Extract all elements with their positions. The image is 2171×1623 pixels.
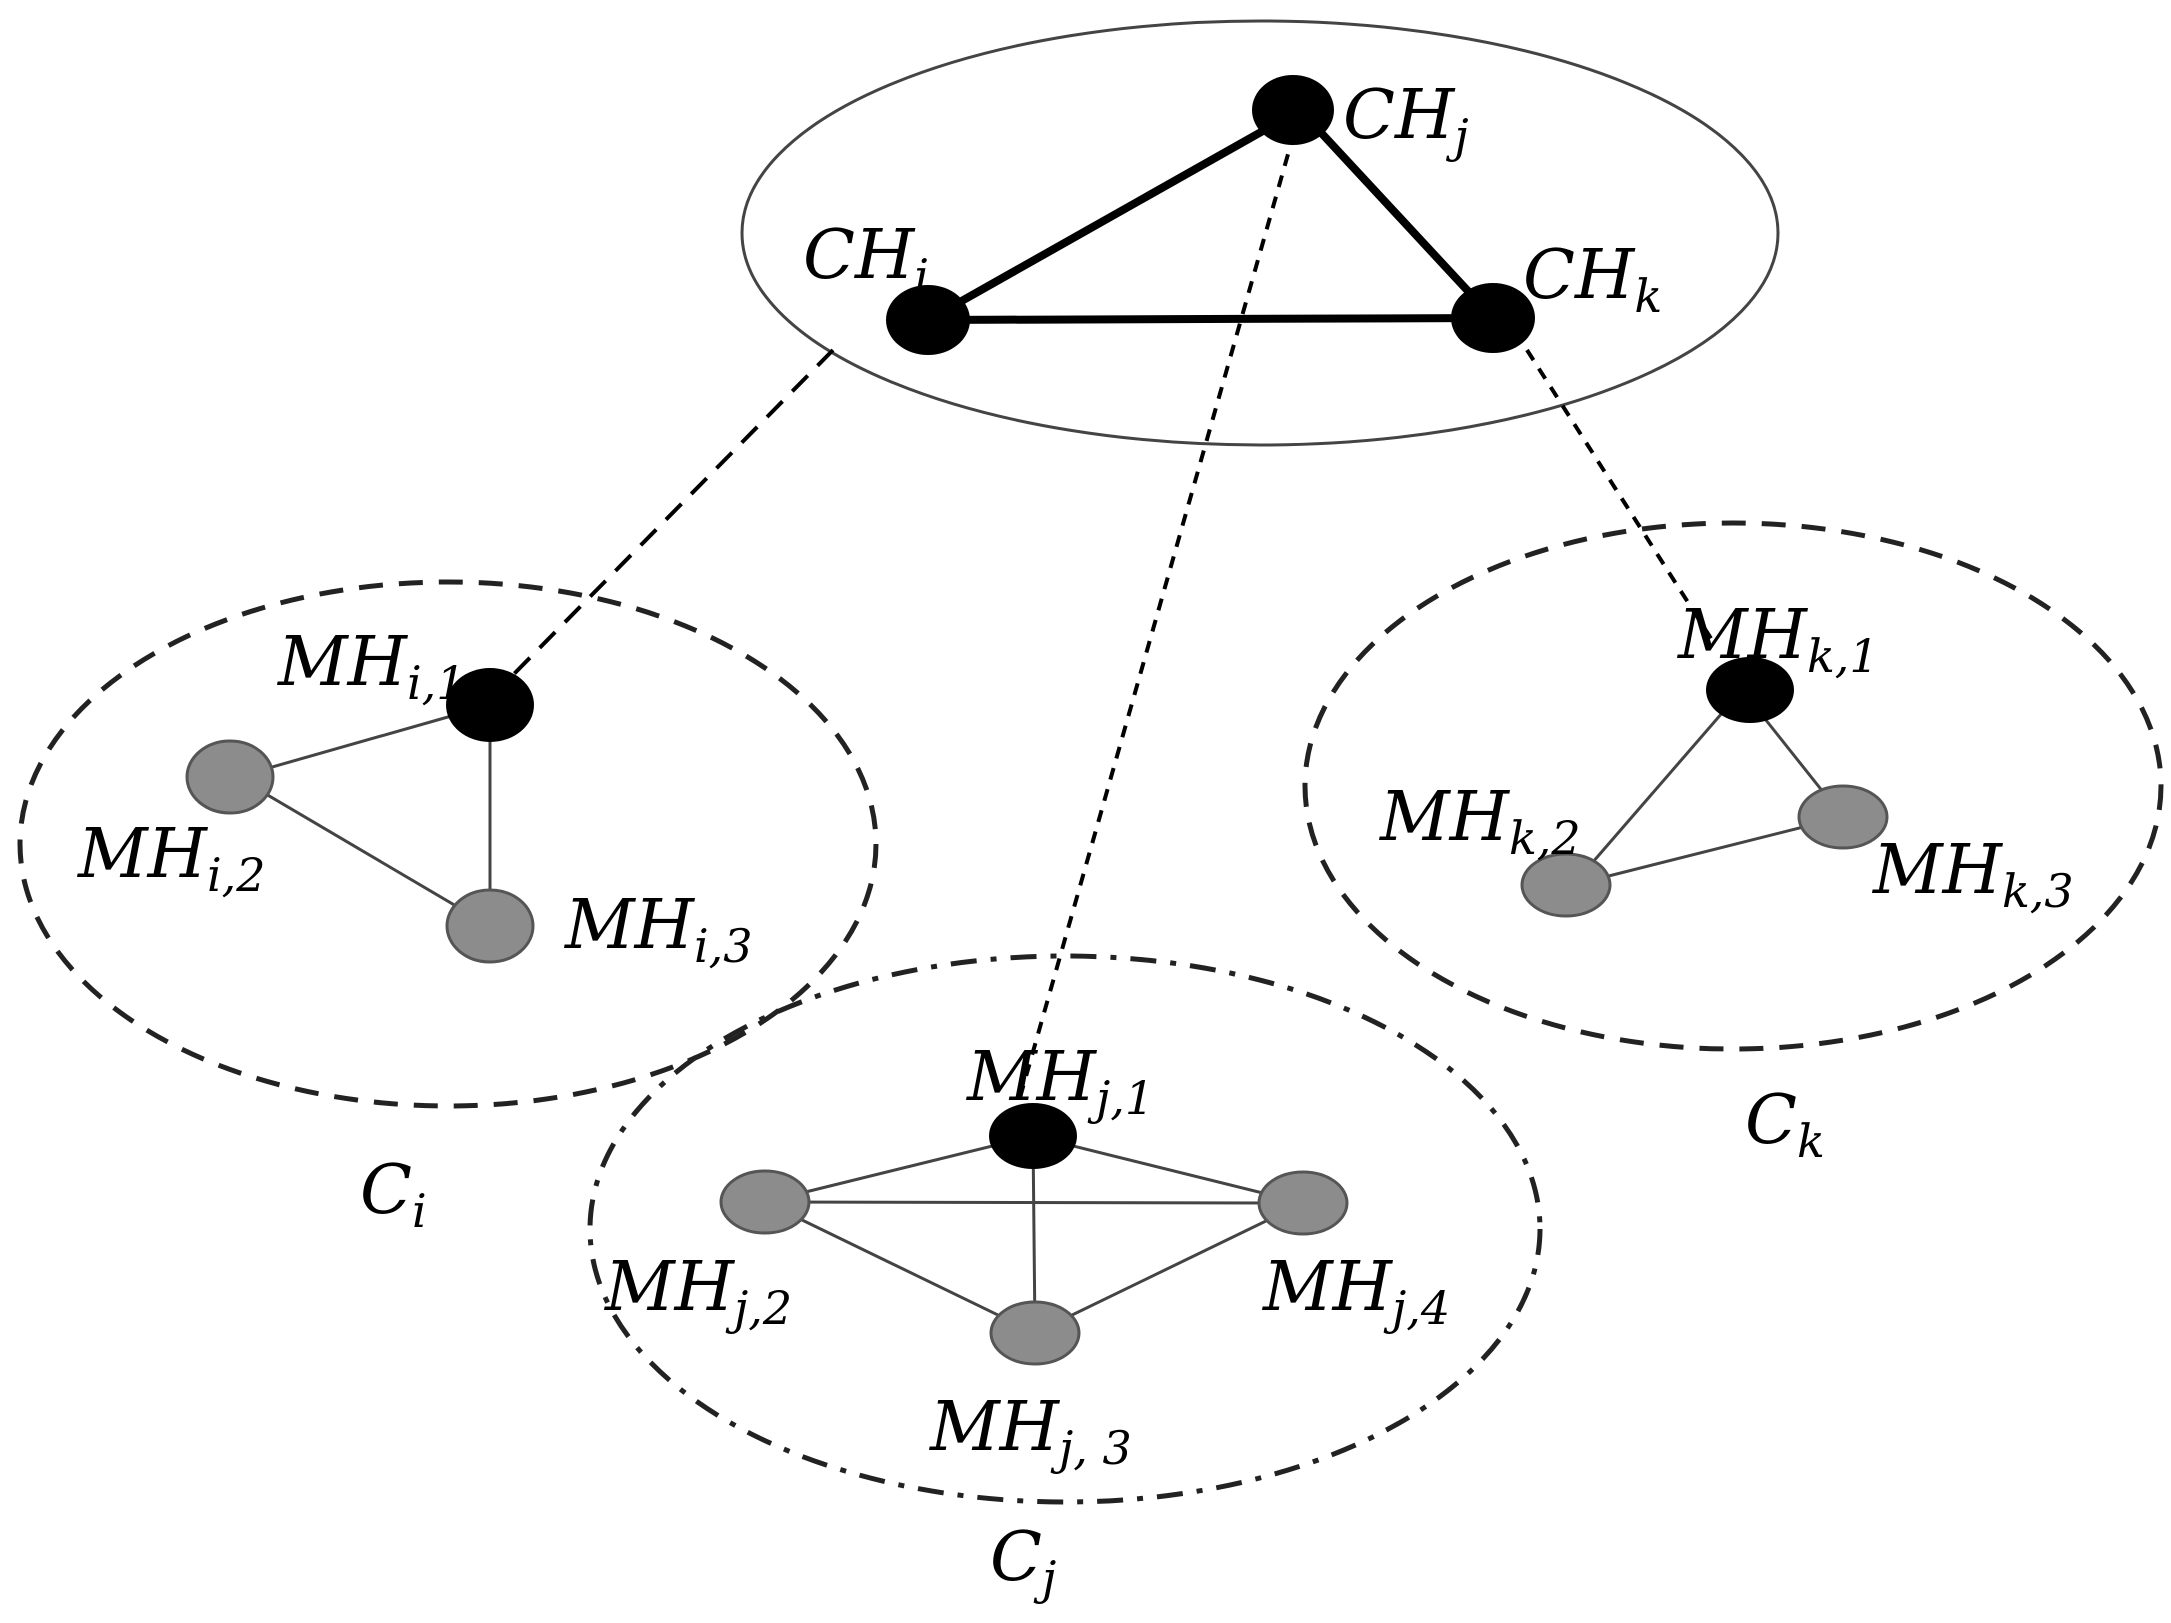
node-mh-i2 bbox=[185, 739, 275, 815]
edge-mhj2-mhj1 bbox=[764, 1134, 1034, 1204]
label-mh-k1: MHk,1 bbox=[1676, 596, 1879, 683]
edge-chj-chk bbox=[1297, 107, 1496, 321]
edge-mhi2-mhi3 bbox=[236, 775, 491, 928]
edge-mhj1-mhj4 bbox=[1032, 1134, 1304, 1205]
edge-mhj2-mhj3 bbox=[764, 1200, 1036, 1335]
label-cluster-ck: Ck bbox=[1745, 1081, 1825, 1168]
label-mh-j3: MHj, 3 bbox=[928, 1388, 1132, 1475]
label-mh-j2: MHj,2 bbox=[603, 1248, 792, 1335]
node-mh-j3 bbox=[989, 1300, 1081, 1366]
label-mh-i1: MHi,1 bbox=[276, 623, 466, 710]
edge-mhi2-mhi1 bbox=[236, 703, 491, 779]
label-mh-i2: MHi,2 bbox=[76, 815, 266, 902]
node-mh-i3 bbox=[445, 888, 535, 964]
label-mh-k2: MHk,2 bbox=[1378, 778, 1581, 865]
backbone-region bbox=[740, 19, 1780, 447]
link-chk-mhk1 bbox=[1525, 348, 1714, 642]
label-ch-j: CHj bbox=[1343, 76, 1469, 163]
link-chj-mhj1 bbox=[1015, 111, 1302, 1109]
label-mh-j4: MHj,4 bbox=[1261, 1248, 1450, 1335]
cluster-ci-region bbox=[17, 579, 879, 1109]
label-ch-k: CHk bbox=[1523, 236, 1662, 323]
label-cluster-ci: Ci bbox=[360, 1151, 427, 1238]
label-mh-j1: MHj,1 bbox=[965, 1038, 1154, 1125]
edge-mhk2-mhk3 bbox=[1572, 815, 1844, 887]
edge-mhj3-mhj4 bbox=[1034, 1201, 1304, 1335]
node-ch-j bbox=[1252, 75, 1334, 145]
label-mh-k3: MHk,3 bbox=[1871, 831, 2074, 918]
node-ch-i bbox=[886, 285, 970, 355]
node-mh-j4 bbox=[1257, 1170, 1349, 1236]
edge-chi-chk bbox=[927, 314, 1494, 324]
node-mh-i1 bbox=[446, 668, 534, 742]
edge-mhk1-mhk2 bbox=[1571, 689, 1744, 886]
node-ch-k bbox=[1451, 283, 1535, 353]
node-mh-j1 bbox=[989, 1103, 1077, 1169]
node-mh-j2 bbox=[719, 1169, 811, 1235]
edge-chi-chj bbox=[926, 106, 1302, 324]
node-mh-k1 bbox=[1706, 657, 1794, 723]
cluster-cj-region bbox=[587, 953, 1543, 1505]
label-mh-i3: MHi,3 bbox=[563, 886, 753, 973]
node-mh-k3 bbox=[1797, 784, 1889, 850]
node-mh-k2 bbox=[1520, 852, 1612, 918]
label-cluster-cj: Cj bbox=[990, 1518, 1056, 1605]
label-ch-i: CHi bbox=[803, 216, 929, 303]
cluster-ck-region bbox=[1302, 520, 2164, 1052]
link-chi-mhi1 bbox=[506, 348, 835, 682]
